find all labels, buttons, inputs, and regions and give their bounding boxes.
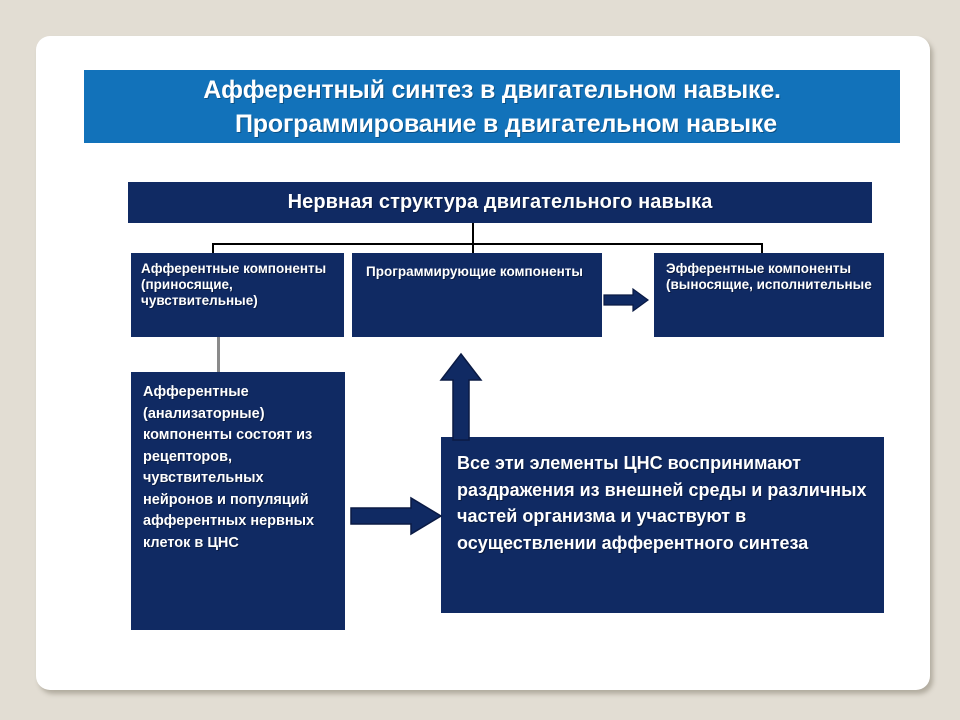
component-label-efferent: Эфферентные компоненты (выносящие, испол… [666,261,872,292]
component-box-programming: Программирующие компоненты [352,253,602,337]
component-label-programming: Программирующие компоненты [366,264,583,279]
connector-leg-left [212,243,214,254]
component-box-afferent: Афферентные компоненты (приносящие, чувс… [131,253,344,337]
diagram-title-box: Нервная структура двигательного навыка [128,182,872,223]
connector-afferent-to-detail [217,337,220,373]
summary-label: Все эти элементы ЦНС воспринимают раздра… [457,453,867,553]
connector-stem [472,223,474,244]
header-title-line-1: Афферентный синтез в двигательном навыке… [203,75,781,104]
header-title-line-2: Программирование в двигательном навыке [235,109,777,138]
component-box-efferent: Эфферентные компоненты (выносящие, испол… [654,253,884,337]
diagram-title-label: Нервная структура двигательного навыка [287,191,713,213]
summary-box: Все эти элементы ЦНС воспринимают раздра… [441,437,884,613]
slide-header-banner: Афферентный синтез в двигательном навыке… [84,70,900,143]
component-label-afferent: Афферентные компоненты (приносящие, чувс… [141,261,327,308]
arrow-up-icon [439,352,483,441]
connector-leg-right [761,243,763,254]
connector-leg-middle [472,243,474,254]
connector-horizontal-bar [212,243,763,245]
arrow-right-icon [350,496,443,536]
afferent-detail-label: Афферентные (анализаторные) компоненты с… [143,384,315,551]
afferent-detail-box: Афферентные (анализаторные) компоненты с… [131,372,345,630]
arrow-right-small-icon [603,287,650,313]
